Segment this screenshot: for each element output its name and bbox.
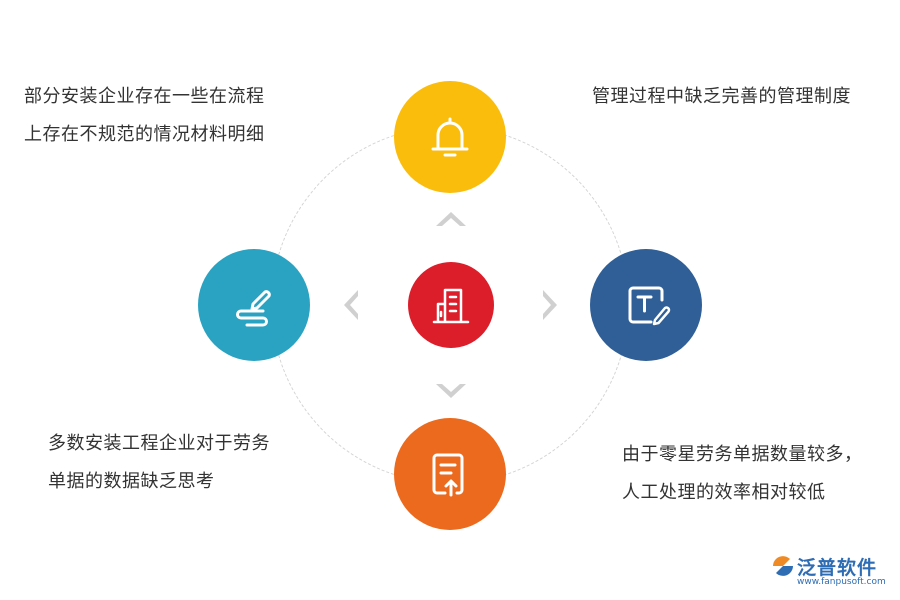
text-top-right: 管理过程中缺乏完善的管理制度 (592, 78, 851, 116)
logo-mark-icon (773, 556, 793, 576)
chevron-down-icon (436, 384, 466, 398)
signature-node (198, 249, 310, 361)
document-node (394, 418, 506, 530)
chevron-left-icon (344, 290, 358, 320)
building-icon (432, 288, 470, 324)
text-line: 人工处理的效率相对较低 (622, 482, 826, 503)
brand-logo: 泛普软件 www.fanpusoft.com (770, 553, 895, 597)
text-line: 由于零星劳务单据数量较多， (622, 444, 863, 465)
text-line: 上存在不规范的情况材料明细 (24, 124, 265, 145)
bell-icon (431, 117, 469, 157)
text-line: 单据的数据缺乏思考 (48, 471, 215, 492)
pen-signature-icon (236, 290, 271, 327)
text-top-left: 部分安装企业存在一些在流程 上存在不规范的情况材料明细 (24, 78, 265, 154)
text-line: 管理过程中缺乏完善的管理制度 (592, 86, 851, 107)
text-edit-icon (628, 286, 671, 326)
text-edit-node (590, 249, 702, 361)
chevron-right-icon (543, 290, 557, 320)
chevron-up-icon (436, 212, 466, 226)
text-bottom-left: 多数安装工程企业对于劳务 单据的数据缺乏思考 (48, 425, 270, 501)
text-line: 部分安装企业存在一些在流程 (24, 86, 265, 107)
brand-url: www.fanpusoft.com (797, 577, 886, 587)
brand-name: 泛普软件 (797, 557, 878, 579)
text-line: 多数安装工程企业对于劳务 (48, 433, 270, 454)
text-bottom-right: 由于零星劳务单据数量较多， 人工处理的效率相对较低 (622, 436, 863, 512)
building-node (408, 262, 494, 348)
bell-node (394, 81, 506, 193)
document-upload-icon (432, 453, 464, 497)
